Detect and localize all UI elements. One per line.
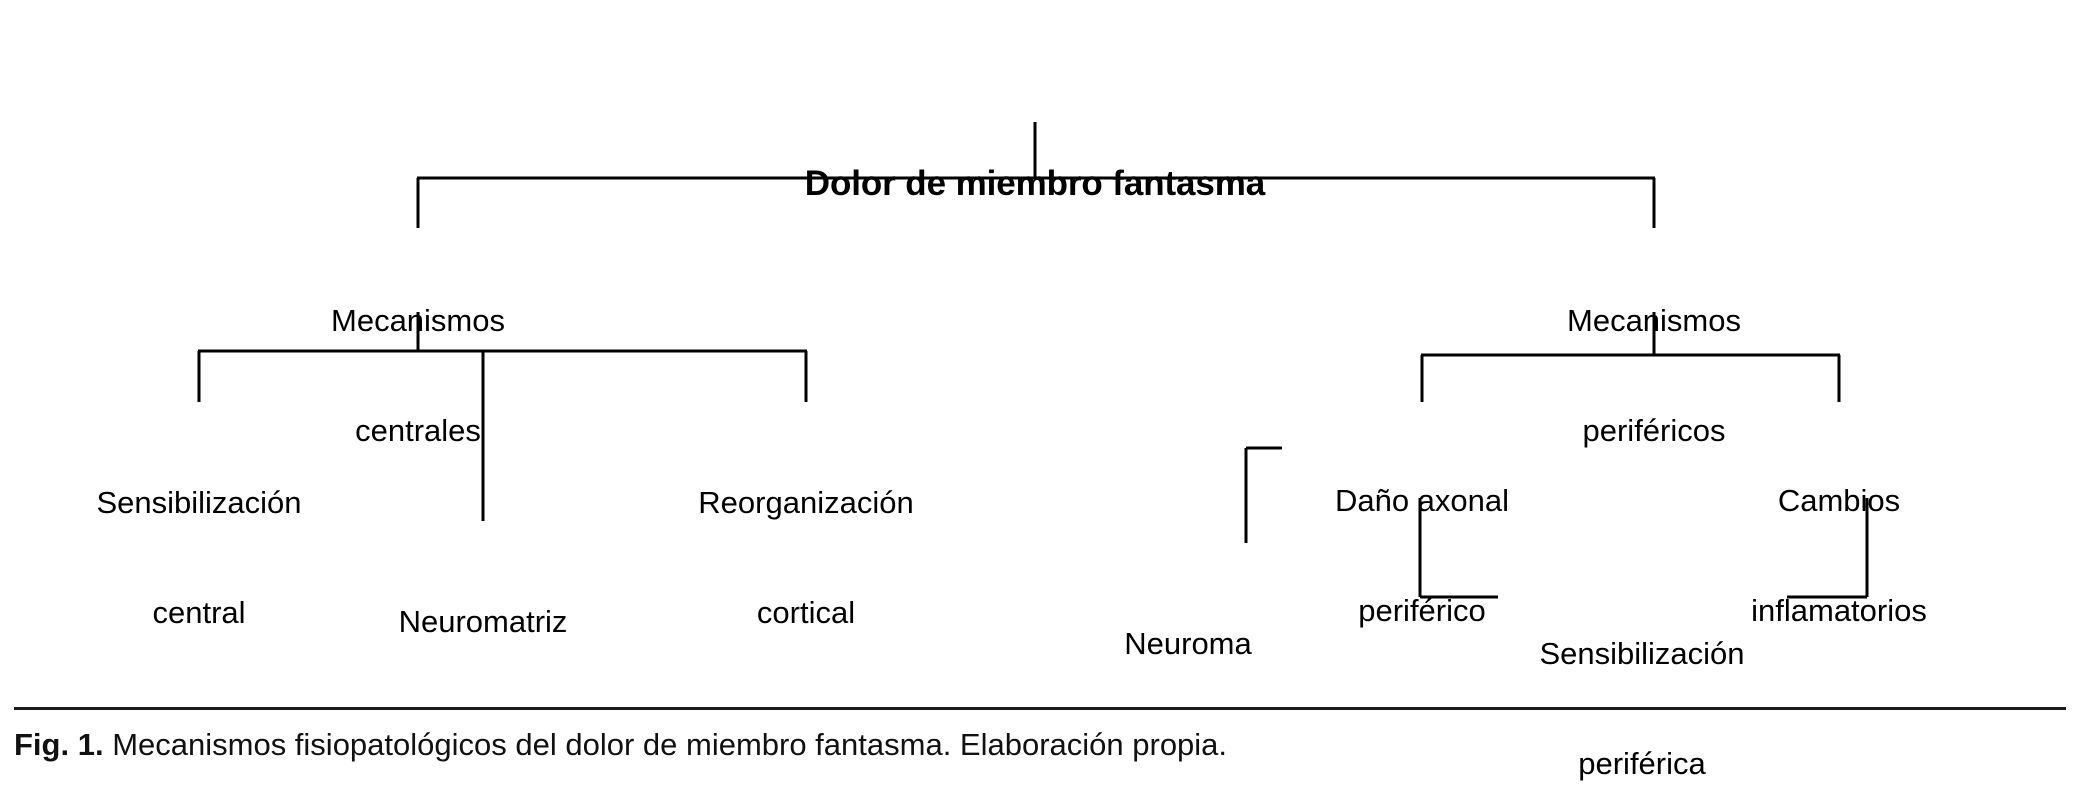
node-root-label: Dolor de miembro fantasma [804,163,1266,203]
node-cambios-inflamatorios: Cambios inflamatorios [1589,410,2080,703]
node-mecanismos-centrales-label-line2: centrales [355,412,481,448]
diagram-canvas: Dolor de miembro fantasma Mecanismos cen… [96,80,2080,781]
node-dano-axonal-periferico-label-line1: Daño axonal [1334,483,1510,519]
node-sensibilizacion-central-label-line1: Sensibilización [96,485,302,521]
node-sensibilizacion-periferica-label-line1: Sensibilización [1539,636,1745,672]
figure-caption-text: Mecanismos fisiopatológicos del dolor de… [103,727,1228,762]
node-dano-axonal-periferico: Daño axonal periférico [1172,410,1672,703]
node-mecanismos-perifericos-label-line1: Mecanismos [1567,303,1741,339]
node-mecanismos-centrales-label-line1: Mecanismos [331,303,505,339]
node-dano-axonal-periferico-label-line2: periférico [1358,592,1486,628]
node-root: Dolor de miembro fantasma [435,80,1635,286]
figure-caption: Fig. 1. Mecanismos fisiopatológicos del … [14,726,2054,765]
node-reorganizacion-cortical-label-line1: Reorganización [698,485,914,521]
node-neuroma-label-line1: Neuroma [1124,626,1252,662]
node-sensibilizacion-periferica: Sensibilización periférica [1392,563,1892,791]
node-mecanismos-perifericos-label-line2: periféricos [1582,412,1726,448]
node-sensibilizacion-central-label-line2: central [152,594,246,630]
node-cambios-inflamatorios-label-line1: Cambios [1777,483,1901,519]
node-neuroma: Neuroma [938,553,1438,736]
node-reorganizacion-cortical-label-line2: cortical [756,594,856,630]
node-cambios-inflamatorios-label-line2: inflamatorios [1751,592,1927,628]
node-reorganizacion-cortical: Reorganización cortical [556,412,1056,705]
node-mecanismos-centrales: Mecanismos centrales [168,230,668,523]
node-sensibilizacion-periferica-label-line2: periférica [1578,745,1706,781]
node-neuromatriz: Neuromatriz [233,531,733,714]
node-mecanismos-perifericos: Mecanismos periféricos [1404,230,1904,523]
connector-lines [197,122,1869,599]
caption-divider [14,707,2066,710]
node-neuromatriz-label-line1: Neuromatriz [398,604,568,640]
figure-caption-label: Fig. 1. [14,727,104,762]
node-sensibilizacion-central: Sensibilización central [0,412,449,705]
